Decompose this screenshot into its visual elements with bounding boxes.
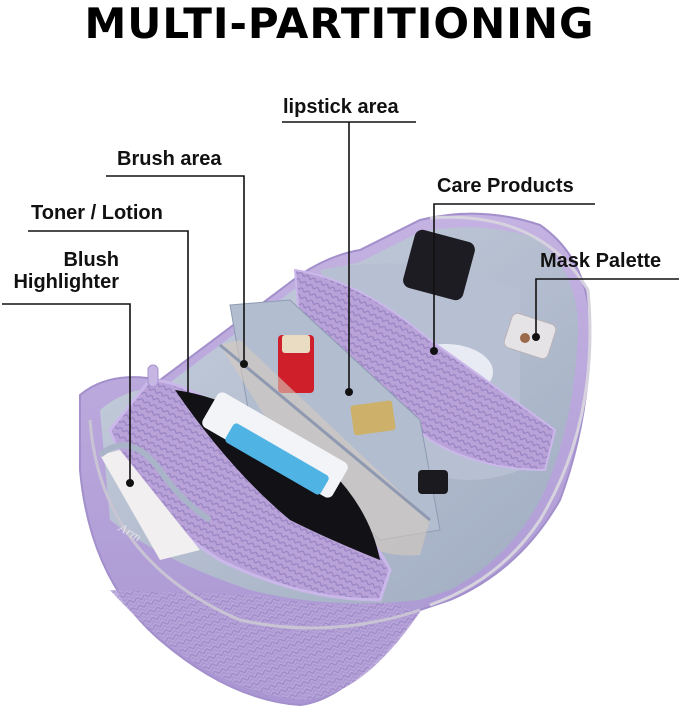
blush-pocket — [98, 442, 212, 560]
callout-care-products: Care Products — [437, 175, 574, 197]
callout-mask-palette: Mask Palette — [540, 250, 662, 272]
black-compact — [418, 470, 448, 494]
line-toner-lotion — [28, 230, 189, 397]
callout-blush: Blush — [63, 249, 119, 271]
line-blush-highlighter — [2, 303, 131, 483]
line-brush-area — [106, 175, 245, 364]
callout-dots — [126, 333, 540, 487]
callout-brush-area: Brush area — [117, 148, 222, 170]
brush-pocket — [220, 340, 430, 556]
gold-item — [350, 400, 396, 436]
callout-highlighter: Highlighter — [13, 271, 119, 293]
callout-lines — [2, 121, 679, 483]
zipper — [429, 215, 592, 607]
line-mask-palette — [535, 278, 679, 337]
mask-palette-item — [503, 312, 557, 360]
callout-toner-lotion: Toner / Lotion — [31, 202, 163, 224]
toner-pouch — [108, 364, 392, 602]
care-pouch — [293, 268, 557, 472]
callout-lipstick-area: lipstick area — [283, 96, 399, 118]
page-title: MULTI-PARTITIONING — [84, 0, 595, 48]
line-care-products — [433, 203, 595, 351]
lipstick-item — [278, 335, 314, 393]
